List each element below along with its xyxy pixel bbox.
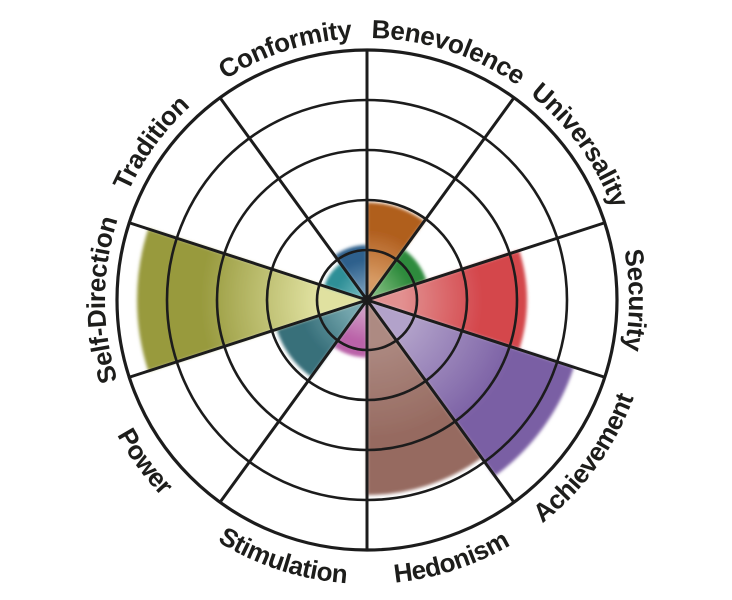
label-security: Security bbox=[618, 247, 653, 354]
sector-line-9 bbox=[218, 96, 369, 301]
sector-line-7 bbox=[128, 298, 368, 379]
sector-line-1 bbox=[365, 96, 516, 301]
wedge-power bbox=[276, 300, 367, 377]
label-conformity: Conformity bbox=[213, 14, 353, 84]
wedge-achievement bbox=[367, 300, 574, 476]
sector-line-6 bbox=[218, 299, 369, 504]
wedge-self-direction bbox=[137, 228, 367, 372]
sector-line-8 bbox=[128, 221, 368, 302]
grid-layer bbox=[115, 48, 619, 552]
label-tradition: Tradition bbox=[107, 89, 195, 194]
label-power: Power bbox=[112, 423, 180, 501]
sector-line-2 bbox=[366, 221, 606, 302]
sector-line-4 bbox=[365, 299, 516, 504]
label-stimulation: Stimulation bbox=[214, 521, 349, 590]
sector-line-3 bbox=[366, 298, 606, 379]
wedge-tradition bbox=[324, 263, 367, 300]
wedge-conformity bbox=[334, 245, 367, 300]
wedge-security bbox=[367, 250, 528, 350]
wedge-benevolence bbox=[367, 202, 425, 300]
label-universality: Universality bbox=[526, 76, 635, 211]
wedge-universality bbox=[367, 249, 427, 300]
